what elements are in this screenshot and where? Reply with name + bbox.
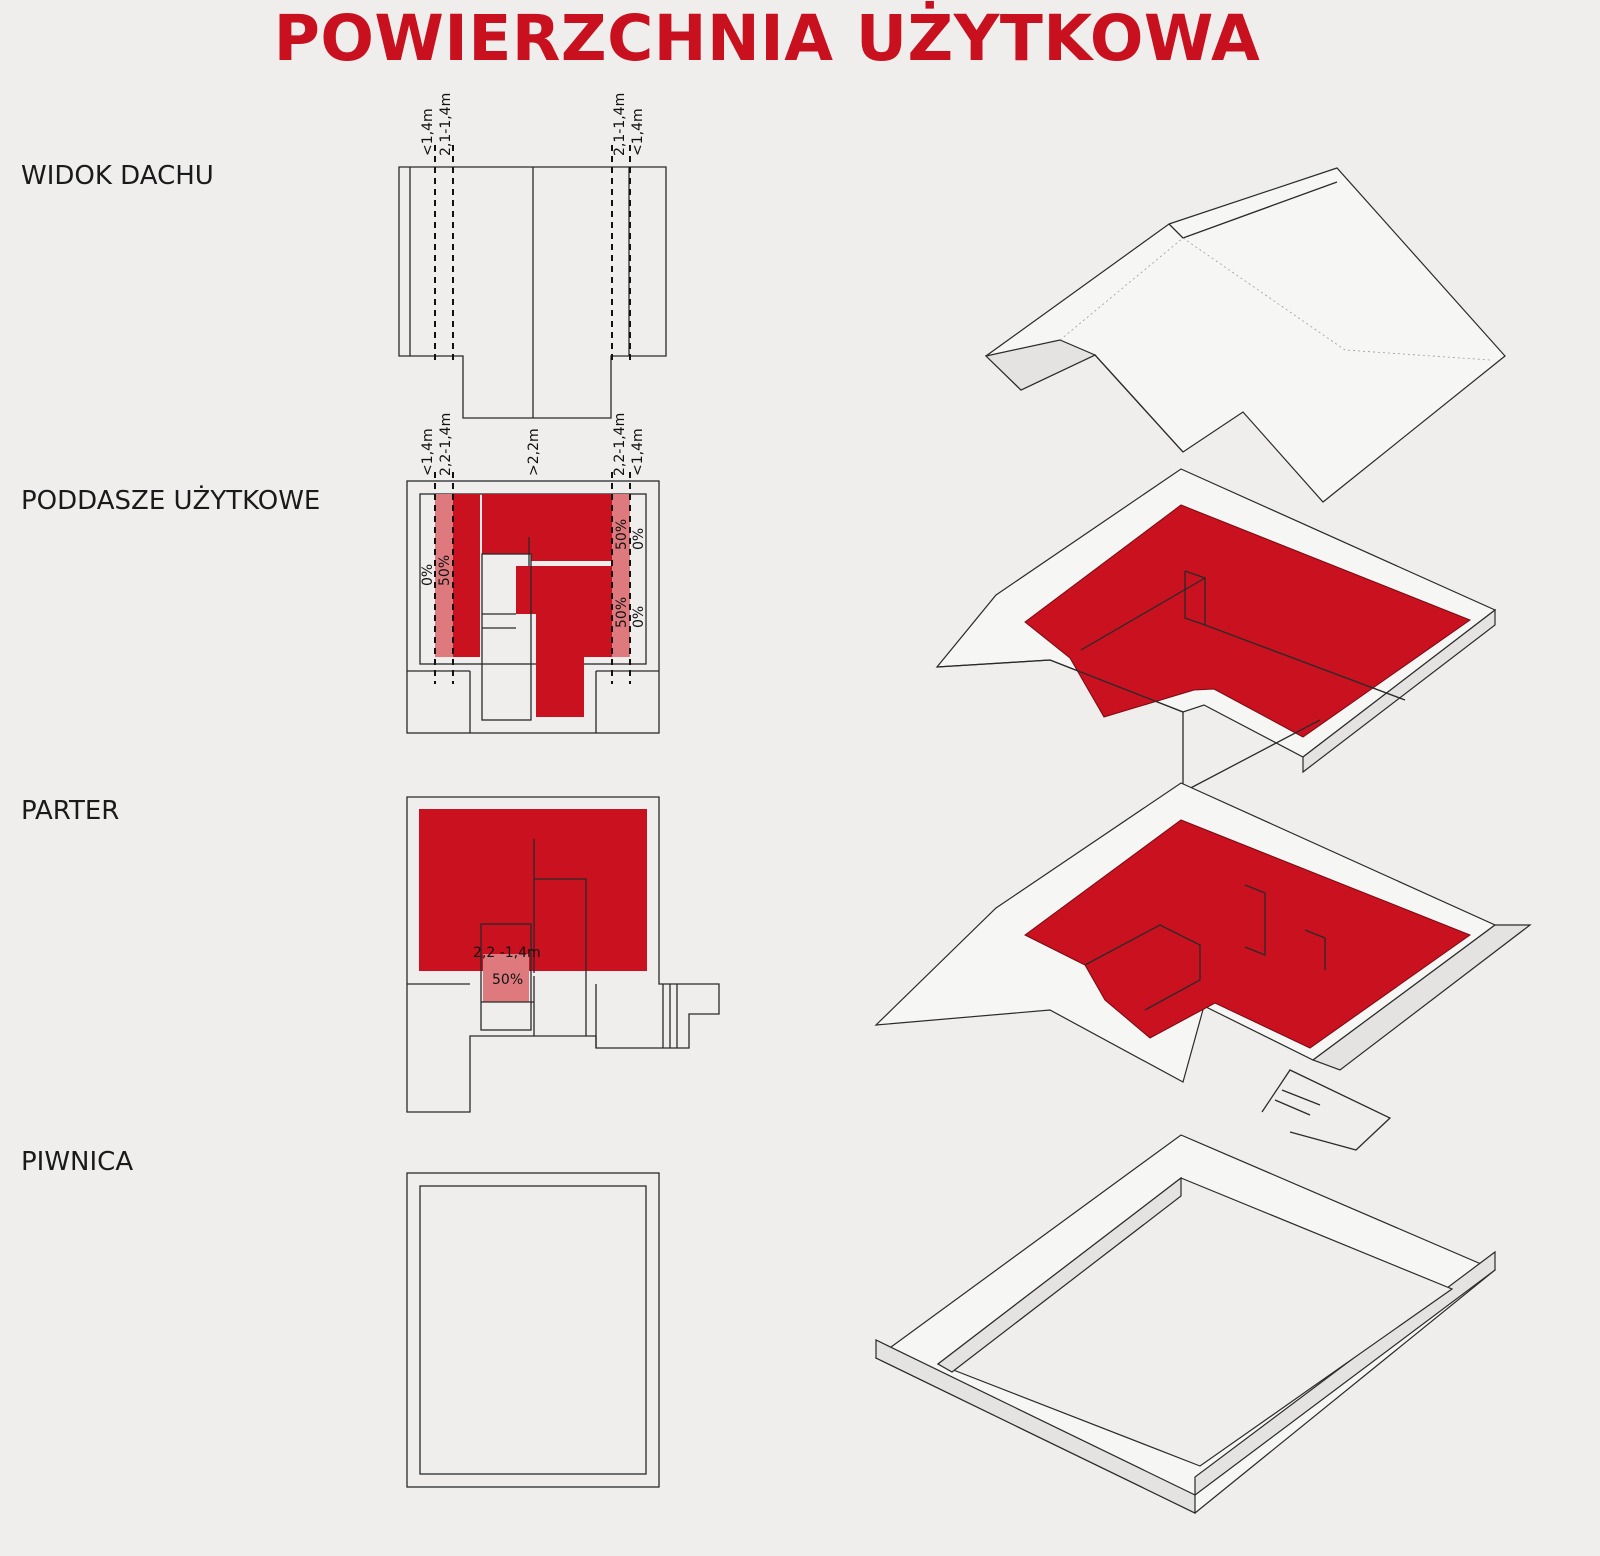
attic-pct-zero-left: 0% — [420, 564, 436, 586]
iso-ground-red — [1024, 819, 1472, 1049]
attic-strip-50-left — [435, 494, 453, 657]
attic-plan: <1,4m 2,2-1,4m >2,2m 2,2-1,4m <1,4m 0% 5… — [406, 413, 660, 734]
attic-label-left-2: 2,2-1,4m — [438, 413, 454, 476]
ground-red-area — [419, 809, 647, 971]
iso-basement — [874, 1134, 1497, 1514]
attic-pct-zero-right-a: 0% — [631, 528, 647, 550]
ground-pink-area — [483, 954, 529, 1002]
attic-pct-fifty-right-a: 50% — [614, 519, 630, 550]
attic-label-mid: >2,2m — [526, 428, 542, 476]
attic-red-bottom — [516, 566, 612, 717]
roof-label-left-1: <1,4m — [420, 108, 436, 156]
roof-label-right-2: <1,4m — [630, 108, 646, 156]
attic-label-right-2: <1,4m — [630, 428, 646, 476]
iso-ground — [874, 782, 1532, 1151]
ground-percent-label: 50% — [492, 972, 523, 988]
attic-pct-zero-right-b: 0% — [631, 606, 647, 628]
level-label-roof: WIDOK DACHU — [21, 161, 214, 191]
iso-attic — [935, 468, 1497, 794]
attic-red-left — [453, 494, 480, 657]
roof-label-right-1: 2,1-1,4m — [612, 93, 628, 156]
iso-roof — [984, 167, 1506, 503]
attic-red-top — [482, 494, 612, 561]
attic-strip-50-right — [612, 494, 630, 657]
basement-plan — [406, 1172, 660, 1488]
attic-pct-fifty-right-b: 50% — [614, 597, 630, 628]
roof-label-left-2: 2,1-1,4m — [438, 93, 454, 156]
page-title: POWIERZCHNIA UŻYTKOWA — [273, 2, 1261, 75]
ground-height-label: 2,2 -1,4m — [473, 945, 541, 961]
roof-plan: <1,4m 2,1-1,4m 2,1-1,4m <1,4m — [398, 93, 667, 419]
attic-label-right-1: 2,2-1,4m — [612, 413, 628, 476]
level-label-attic: PODDASZE UŻYTKOWE — [21, 486, 321, 516]
ground-floor-plan: 2,2 -1,4m 50% — [406, 796, 720, 1113]
iso-attic-red — [1024, 504, 1472, 738]
attic-label-left-1: <1,4m — [420, 428, 436, 476]
level-label-ground: PARTER — [21, 796, 120, 826]
level-label-basement: PIWNICA — [21, 1147, 134, 1177]
attic-pct-fifty-left: 50% — [437, 555, 453, 586]
